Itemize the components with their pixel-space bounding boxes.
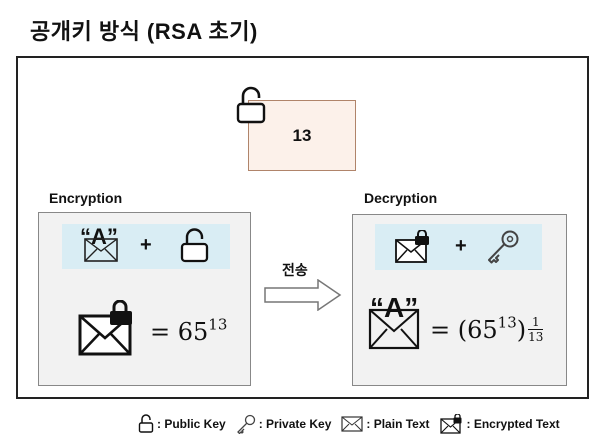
ciphertext-formula: = 6513 <box>150 315 228 346</box>
encryption-equals: = <box>150 318 171 346</box>
transfer-label: 전송 <box>282 262 308 278</box>
envelope-icon <box>84 238 118 262</box>
legend-item-private-key: : Private Key <box>236 414 332 434</box>
decryption-label: Decryption <box>364 190 438 206</box>
legend: : Public Key : Private Key : Plain Text … <box>138 411 570 437</box>
legend-label: : Plain Text <box>366 417 430 431</box>
legend-label: : Public Key <box>157 417 226 431</box>
open-lock-icon <box>138 414 154 433</box>
decryption-plus: + <box>455 235 467 257</box>
legend-label: : Private Key <box>258 417 332 431</box>
envelope-icon <box>368 308 420 350</box>
legend-item-public-key: : Public Key <box>138 414 226 434</box>
open-lock-icon <box>180 228 209 263</box>
locked-envelope-icon <box>395 230 429 263</box>
encryption-exponent: 13 <box>208 315 228 334</box>
key-icon <box>488 230 519 264</box>
legend-label: : Encrypted Text <box>466 417 560 431</box>
encryption-base: 65 <box>177 318 209 346</box>
public-key-value: 13 <box>292 125 312 145</box>
decryption-equals: = <box>430 316 451 344</box>
page-title: 공개키 방식 (RSA 초기) <box>30 19 258 44</box>
plaintext-letter: “A” <box>80 224 118 249</box>
open-lock-icon <box>236 86 266 124</box>
locked-envelope-icon <box>78 300 132 356</box>
decryption-inner-exponent: 13 <box>497 313 517 332</box>
decryption-base: 65 <box>467 316 498 344</box>
fraction-numerator: 1 <box>531 315 540 329</box>
encryption-plus: + <box>140 234 152 256</box>
open-paren: ( <box>457 316 468 344</box>
legend-item-plain-text: : Plain Text <box>341 416 430 432</box>
close-paren: ) <box>516 316 527 344</box>
public-key-box: 13 <box>248 100 356 171</box>
diagram-frame <box>16 56 589 399</box>
locked-envelope-icon <box>439 414 462 434</box>
encryption-label: Encryption <box>49 190 123 206</box>
key-icon <box>236 414 255 434</box>
transfer-arrow <box>264 279 342 311</box>
fraction-denominator: 13 <box>528 330 544 344</box>
legend-item-encrypted-text: : Encrypted Text <box>439 414 560 434</box>
envelope-icon <box>341 416 363 432</box>
